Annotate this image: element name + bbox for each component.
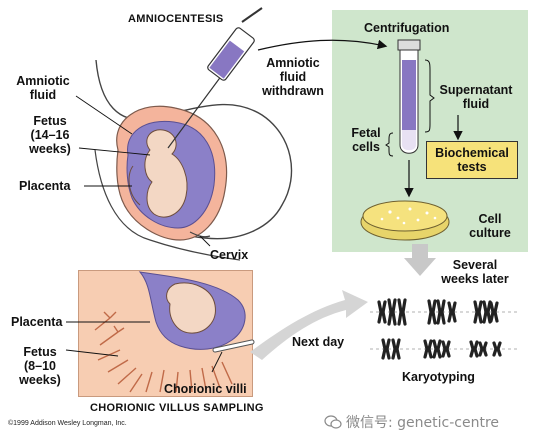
uterus bbox=[116, 105, 228, 241]
chromosome bbox=[447, 301, 457, 323]
wechat-watermark: 微信号: genetic-centre bbox=[324, 412, 499, 432]
chromosome bbox=[427, 299, 437, 325]
centrifuge-tube bbox=[397, 39, 421, 154]
supernatant-brace bbox=[424, 59, 435, 133]
chromosome bbox=[489, 301, 499, 323]
chromosome bbox=[387, 298, 397, 326]
culture-dish bbox=[360, 200, 450, 241]
chorionic-villi-label: Chorionic villi bbox=[164, 382, 247, 396]
arrow-to-karyotype bbox=[404, 244, 436, 276]
fetal-cells-brace bbox=[385, 132, 394, 157]
chromosome bbox=[423, 339, 433, 359]
syringe bbox=[167, 7, 263, 149]
chromosome bbox=[436, 299, 446, 325]
leader-lines-bottom bbox=[65, 321, 223, 373]
chromosome bbox=[482, 300, 492, 324]
arrow-to-centrifuge bbox=[257, 39, 388, 51]
amniocentesis-title: AMNIOCENTESIS bbox=[128, 13, 224, 25]
chromosome bbox=[492, 341, 502, 357]
cervix-label: Cervix bbox=[210, 248, 249, 262]
chromosome bbox=[478, 341, 488, 357]
cvs-illustration bbox=[94, 271, 255, 393]
chromosome bbox=[441, 340, 451, 358]
karyotyping-label: Karyotyping bbox=[402, 370, 475, 384]
chromosome-row-1 bbox=[377, 298, 499, 326]
chromosome bbox=[377, 300, 387, 324]
chromosome bbox=[391, 338, 401, 360]
biochemical-tests-box bbox=[426, 141, 518, 179]
arrow-from-cvs bbox=[250, 290, 368, 360]
wechat-icon bbox=[324, 415, 342, 429]
chromosome bbox=[432, 339, 442, 359]
copyright-credit: ©1999 Addison Wesley Longman, Inc. bbox=[8, 420, 127, 427]
next-day-label: Next day bbox=[292, 335, 345, 349]
placenta-bottom-label: Placenta bbox=[11, 315, 63, 329]
chromosome bbox=[473, 300, 483, 324]
chromosome bbox=[381, 338, 391, 360]
chromosome-row-2 bbox=[381, 338, 502, 360]
placenta-top-label: Placenta bbox=[19, 179, 71, 193]
chromosome bbox=[469, 340, 479, 358]
cvs-title: CHORIONIC VILLUS SAMPLING bbox=[90, 402, 264, 414]
leader-lines-top bbox=[75, 95, 211, 247]
centrifugation-label: Centrifugation bbox=[364, 21, 450, 35]
chromosome bbox=[397, 298, 407, 326]
